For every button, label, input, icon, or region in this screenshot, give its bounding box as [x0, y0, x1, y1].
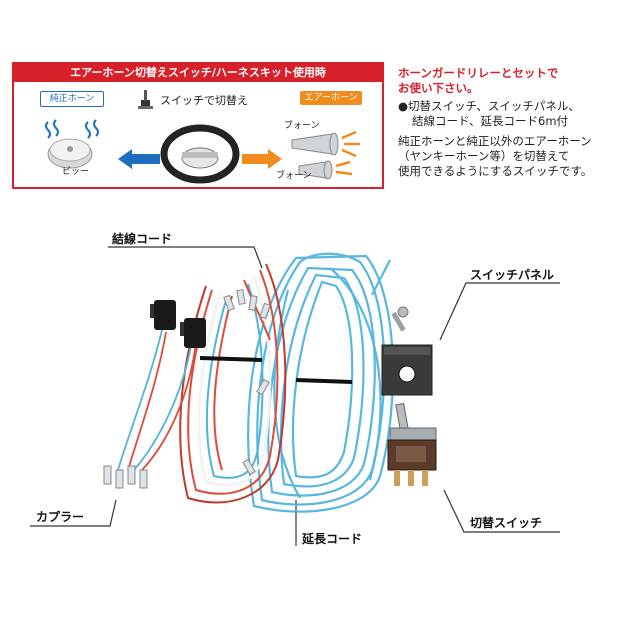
wiring-harness — [179, 263, 287, 504]
switch-panel-icon — [381, 344, 433, 396]
callout-extension-cord: 延長コード — [302, 532, 363, 546]
coupler-icon — [150, 300, 206, 348]
cable-tie — [295, 378, 353, 384]
screw-icon — [391, 306, 409, 332]
toggle-switch-icon — [138, 90, 153, 109]
callout-lines — [30, 246, 560, 546]
air-sound-label-2: ブォーン — [276, 171, 312, 181]
extension-cord-coil — [247, 252, 395, 513]
desc-line-1: ホーンガードリレーとセットで — [398, 66, 559, 80]
callout-wiring-cord: 結線コード — [112, 232, 173, 246]
desc-line-2: お使い下さい。 — [398, 81, 479, 95]
arrow-left-icon — [118, 149, 160, 169]
desc-line-6: （ヤンキーホーン等）を切替えて — [398, 149, 570, 163]
diagram-graphics — [45, 90, 360, 184]
harness-tie — [199, 356, 263, 362]
usage-diagram: エアーホーン切替えスイッチ/ハーネスキット使用時 純正ホーン エアーホーン スイ… — [12, 62, 384, 189]
desc-line-7: 使用できるようにするスイッチです。 — [398, 164, 593, 178]
callout-coupler: カプラー — [36, 510, 85, 524]
genuine-horn-icon — [47, 138, 93, 169]
sound-burst-icon — [335, 130, 360, 176]
arrow-right-icon — [242, 149, 282, 169]
switch-caption: スイッチで切替え — [160, 94, 248, 107]
desc-line-3: ●切替スイッチ、スイッチパネル、 — [398, 99, 580, 113]
crimp-terminals — [223, 289, 271, 476]
air-horn-label: エアーホーン — [300, 91, 362, 105]
steering-wheel-icon — [160, 124, 240, 184]
coupler-terminals — [103, 465, 148, 489]
genuine-horn-label: 純正ホーン — [40, 91, 104, 107]
product-description: ホーンガードリレーとセットで お使い下さい。 ●切替スイッチ、スイッチパネル、 … — [398, 66, 636, 179]
desc-line-4: 結線コード、延長コード6m付 — [412, 114, 569, 128]
air-horn-icon — [291, 132, 339, 180]
air-sound-label-1: ブォーン — [284, 121, 320, 131]
beep-sound-label: ビッー — [62, 167, 90, 177]
coupler-wires — [117, 329, 197, 471]
desc-line-5: 純正ホーンと純正以外のエアーホーン — [398, 134, 592, 148]
toggle-switch-part — [387, 402, 437, 486]
callout-toggle-switch: 切替スイッチ — [470, 516, 543, 530]
sound-wave-icon — [45, 119, 99, 139]
callout-switch-panel: スイッチパネル — [470, 268, 555, 282]
diagram-header: エアーホーン切替えスイッチ/ハーネスキット使用時 — [14, 64, 382, 82]
